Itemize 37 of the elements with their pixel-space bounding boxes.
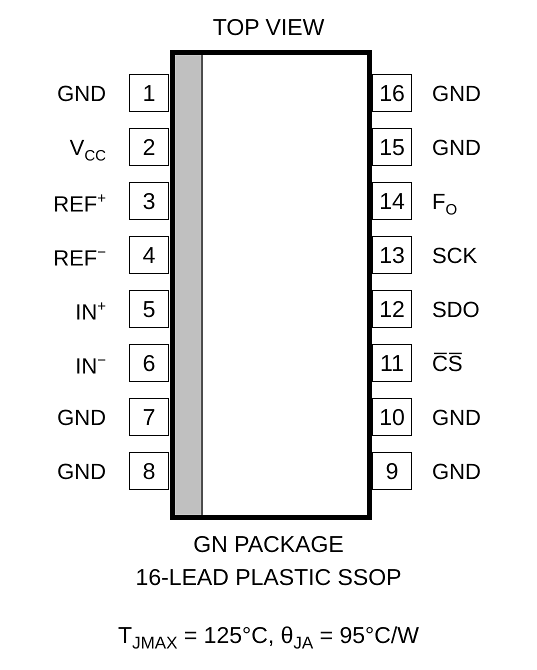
pin-name: GND: [57, 407, 106, 429]
package-caption: 16-LEAD PLASTIC SSOP: [134, 566, 402, 589]
pin-number: 4: [129, 236, 169, 274]
pin-number: 8: [129, 452, 169, 490]
pin-number: 13: [372, 236, 412, 274]
thermal-rating: T$_{JMAX}$ = 125°C, θ$_{JA}$ = 95°C/W: [117, 624, 420, 652]
pin-number: 6: [129, 344, 169, 382]
pin-name: F$_{O}$: [432, 191, 458, 218]
pin-name: SDO: [432, 299, 480, 321]
pin-number: 15: [372, 128, 412, 166]
pin-number: 9: [372, 452, 412, 490]
pin-name: V$_{CC}$: [70, 137, 106, 164]
pin-number: 3: [129, 182, 169, 220]
pin-number: 5: [129, 290, 169, 328]
pin-number: 1: [129, 74, 169, 112]
package-caption: GN PACKAGE: [192, 533, 345, 556]
pin-name: REF$^{−}$: [53, 245, 106, 270]
pin-number: 11: [372, 344, 412, 382]
pin-name: IN$^{+}$: [75, 299, 106, 324]
pin-number: 2: [129, 128, 169, 166]
pin-name: REF$^{+}$: [53, 191, 106, 216]
pin-name: GND: [432, 407, 481, 429]
pin-name: GND: [432, 83, 481, 105]
pin-name: GND: [432, 461, 481, 483]
pin-number: 7: [129, 398, 169, 436]
pin-name: SCK: [432, 245, 478, 267]
pin-name: GND: [57, 83, 106, 105]
view-title: TOP VIEW: [212, 16, 326, 39]
pin-number: 16: [372, 74, 412, 112]
pin-number: 10: [372, 398, 412, 436]
pin-name: GND: [57, 461, 106, 483]
pin-number: 14: [372, 182, 412, 220]
pin-name: C̅S̅: [432, 353, 463, 375]
pin-number: 12: [372, 290, 412, 328]
pin-name: IN$^{−}$: [75, 353, 106, 378]
package-body: [170, 50, 372, 520]
pin-name: GND: [432, 137, 481, 159]
